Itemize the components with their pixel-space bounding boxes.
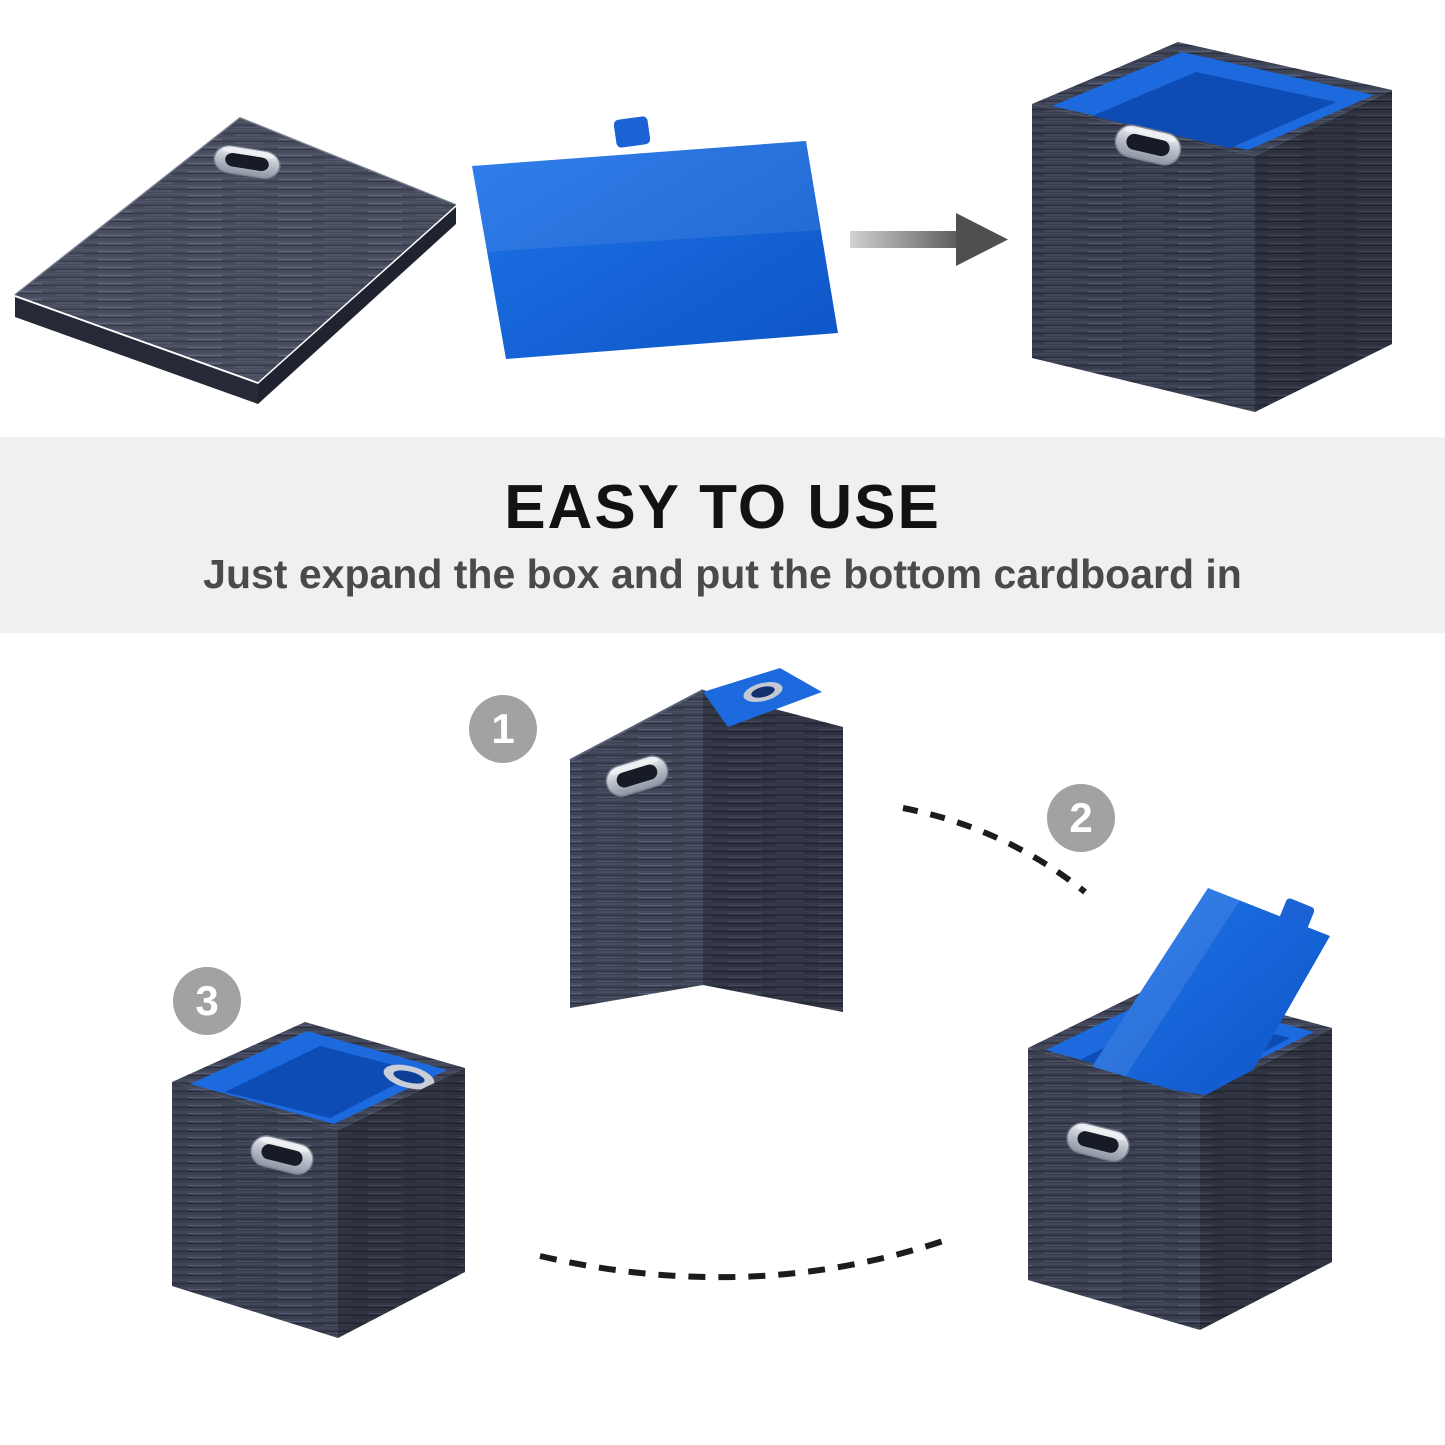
cube-front-shade	[1032, 104, 1255, 412]
assembled-cube-illustration	[1032, 42, 1392, 412]
step-1-number: 1	[491, 705, 515, 752]
board-highlight	[472, 141, 820, 252]
step1-back-shade	[703, 690, 843, 1012]
step-2-number-badge: 2	[1047, 784, 1115, 852]
dashed-connector-step1-step2	[902, 805, 1087, 895]
folded-box-edge	[14, 116, 457, 296]
folded-box-illustration	[14, 116, 457, 404]
folded-box-top-surface	[15, 118, 456, 382]
step1-front-panel	[570, 690, 703, 1008]
dashed-connector-step3-step2	[539, 1235, 953, 1281]
step2-board-highlight	[1086, 888, 1240, 1085]
step2-insert-board-illustration	[1028, 888, 1332, 1330]
rim-grommet-hole	[393, 1070, 425, 1084]
step-3-number: 3	[195, 977, 219, 1024]
step2-front-face	[1028, 1048, 1200, 1330]
step1-top-edge	[569, 689, 704, 761]
bottom-board-illustration	[472, 116, 838, 359]
step-1-number-badge: 1	[469, 695, 537, 763]
step2-right-face	[1200, 1028, 1332, 1330]
step2-right-shade	[1200, 1028, 1332, 1330]
inner-grommet-hole	[751, 686, 775, 698]
step1-back-panel	[703, 690, 843, 1012]
step3-finished-box-illustration	[172, 1022, 465, 1338]
top-illustrations	[14, 42, 1392, 412]
step1-expanding-box-illustration	[569, 668, 843, 1012]
steps-illustrations	[172, 668, 1332, 1338]
banner-subtitle: Just expand the box and put the bottom c…	[203, 551, 1242, 597]
banner-title: EASY TO USE	[504, 473, 941, 542]
cube-right-shade	[1255, 90, 1392, 412]
step3-right-shade	[338, 1068, 465, 1338]
folded-box-sheen	[15, 118, 456, 382]
board-tab	[613, 116, 651, 148]
board-panel	[472, 141, 838, 359]
banner: EASY TO USE Just expand the box and put …	[0, 437, 1445, 633]
folded-box-under-layer	[15, 297, 258, 404]
step3-interior-floor	[225, 1046, 420, 1118]
step-3-number-badge: 3	[173, 967, 241, 1035]
cube-right-face	[1255, 90, 1392, 412]
step2-blue-board	[1086, 888, 1330, 1100]
step2-front-shade	[1028, 1048, 1200, 1330]
folded-box-under-layer	[258, 207, 456, 404]
cube-front-face	[1032, 104, 1255, 412]
step-2-number: 2	[1069, 794, 1093, 841]
step3-right-face	[338, 1068, 465, 1338]
arrow-right-icon	[850, 213, 1008, 266]
